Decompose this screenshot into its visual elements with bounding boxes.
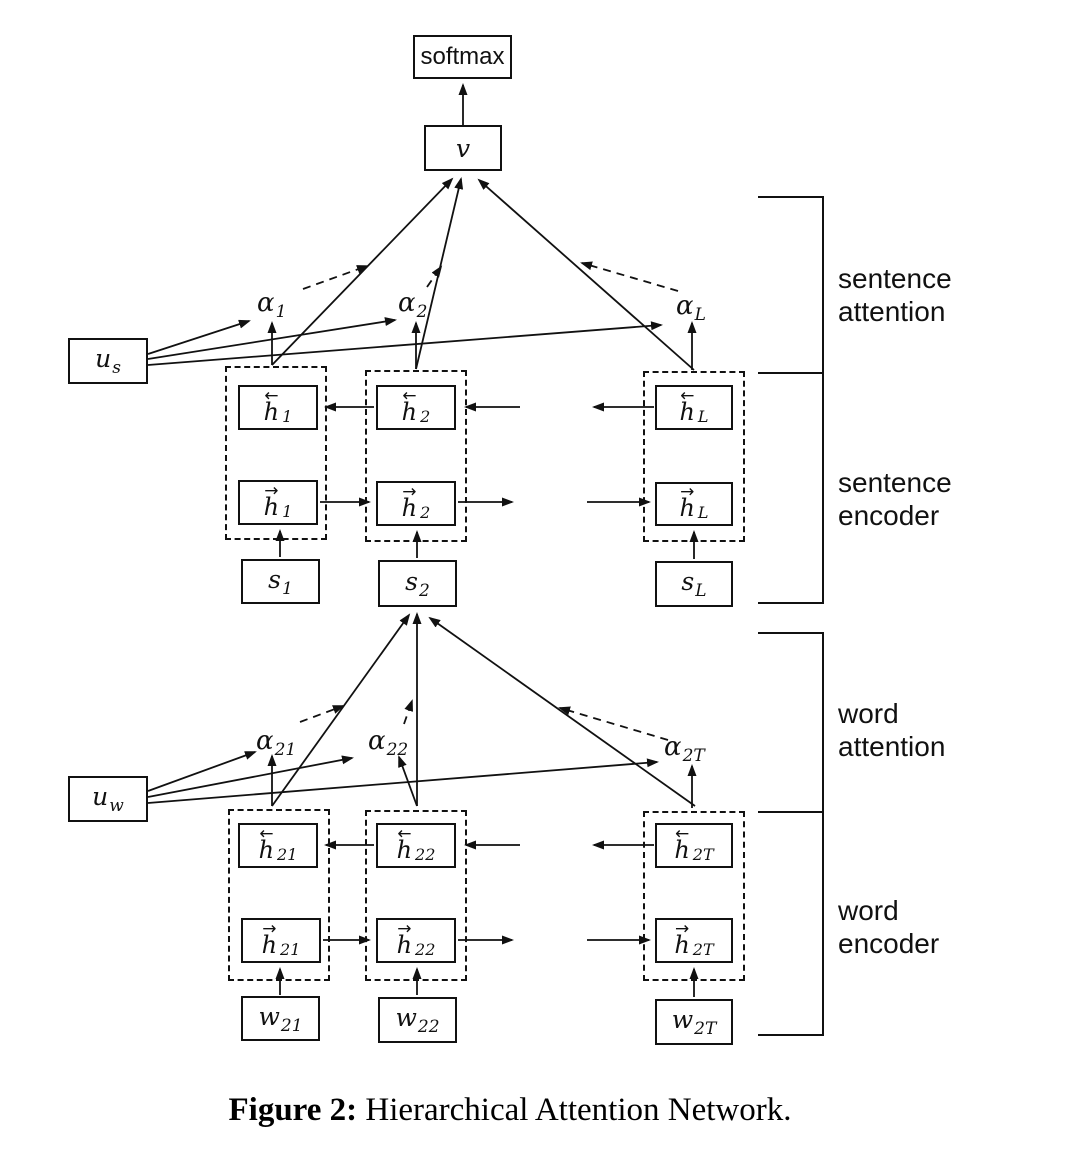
figure-caption: Figure 2: Hierarchical Attention Network…	[0, 1092, 1020, 1129]
sentence-input-L-box: sL	[655, 561, 733, 607]
softmax-label: softmax	[420, 43, 505, 70]
section-label-word-attention: word attention	[838, 698, 946, 762]
word-encoder-cell-2	[365, 810, 467, 981]
sentence-input-2-box: s2	[378, 560, 457, 607]
word-input-21-box: w21	[241, 996, 320, 1041]
right-arrow-icon: →	[674, 918, 690, 939]
softmax-box: softmax	[413, 35, 512, 79]
sentence-encoder-cell-L	[643, 371, 745, 542]
word-context-vector-box: uw	[68, 776, 148, 822]
alpha-L-label: αL	[676, 291, 706, 325]
word-encoder-cell-T	[643, 811, 745, 981]
section-label-sentence-attention: sentence attention	[838, 263, 952, 327]
word-input-2T-box: w2T	[655, 999, 733, 1045]
alpha-2-label: α2	[398, 288, 428, 322]
us-sub: s	[112, 358, 121, 378]
sentence-attention-dashed	[302, 261, 679, 292]
figure-caption-label: Figure 2:	[228, 1092, 358, 1128]
section-brackets	[758, 196, 824, 1036]
right-arrow-icon: →	[680, 482, 695, 502]
alpha-2T-label: α2T	[664, 732, 705, 766]
right-arrow-icon: →	[402, 481, 417, 502]
word-attention-lines	[147, 612, 697, 808]
sentence-encoder-cell-2	[365, 370, 467, 542]
left-arrow-icon: ←	[259, 823, 274, 844]
word-encoder-lines	[275, 840, 699, 997]
alpha-22-label: α22	[368, 726, 409, 760]
sentence-attention-lines	[147, 177, 697, 371]
word-input-22-box: w22	[378, 997, 457, 1043]
left-arrow-icon: ←	[264, 385, 279, 406]
section-label-word-encoder: word encoder	[838, 895, 940, 959]
alpha-1-label: α1	[257, 288, 287, 322]
sentence-encoder-cell-1	[225, 366, 327, 540]
uw-base: u	[92, 782, 109, 811]
right-arrow-icon: →	[397, 918, 412, 939]
sentence-vector-label: v	[455, 133, 471, 163]
left-arrow-icon: ←	[680, 385, 695, 406]
word-attention-dashed	[299, 699, 669, 741]
left-arrow-icon: ←	[674, 823, 690, 844]
sentence-context-vector-box: us	[68, 338, 148, 384]
word-encoder-cell-1	[228, 809, 330, 981]
us-base: u	[95, 344, 112, 373]
left-arrow-icon: ←	[397, 823, 412, 844]
sentence-input-1-box: s1	[241, 559, 320, 604]
left-arrow-icon: ←	[402, 385, 417, 406]
uw-sub: w	[109, 796, 124, 816]
sentence-vector-box: v	[424, 125, 502, 171]
figure-caption-title: Hierarchical Attention Network.	[357, 1092, 792, 1128]
alpha-21-label: α21	[256, 726, 297, 760]
section-label-sentence-encoder: sentence encoder	[838, 467, 952, 531]
sentence-encoder-lines	[275, 402, 699, 559]
right-arrow-icon: →	[264, 480, 279, 501]
right-arrow-icon: →	[262, 918, 277, 939]
